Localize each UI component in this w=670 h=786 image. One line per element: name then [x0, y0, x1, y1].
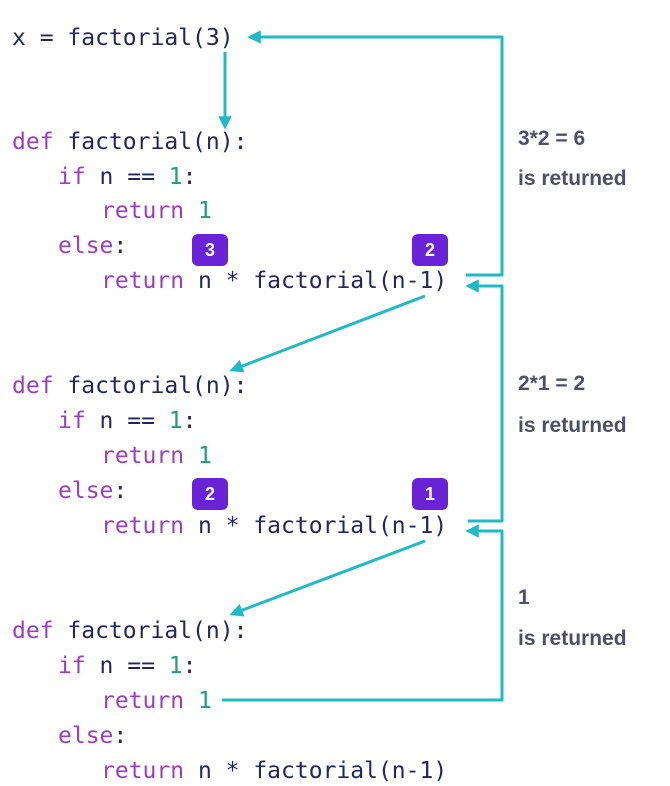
param-n: n	[205, 373, 220, 399]
return-arrow-1	[247, 30, 504, 277]
else-line-2: else:	[58, 478, 128, 504]
return-note-1-text: is returned	[518, 167, 627, 190]
else-line-1: else:	[58, 233, 128, 259]
def-keyword: def	[12, 129, 54, 155]
else-line-3: else:	[58, 723, 128, 749]
step-badge-block2-right: 1	[412, 478, 448, 510]
recursive-call-arrow-2	[229, 539, 426, 617]
step-badge-block1-right: 2	[412, 234, 448, 266]
step-badge-block1-left: 3	[192, 234, 228, 266]
param-n: n	[205, 129, 220, 155]
call-line: x = factorial(3)	[12, 25, 234, 51]
return-arrow-3	[222, 524, 504, 702]
return-note-3-value: 1	[518, 586, 530, 609]
if-line-2: if n == 1:	[58, 408, 197, 434]
return-note-3-text: is returned	[518, 627, 627, 650]
return-note-2-value: 2*1 = 2	[518, 372, 586, 395]
recursive-return-line-1: return n * factorial(n-1)	[101, 268, 448, 294]
recursive-call-arrow-1	[229, 294, 426, 373]
def-line-3: def factorial(n):	[12, 618, 248, 644]
if-line-3: if n == 1:	[58, 653, 197, 679]
def-line-2: def factorial(n):	[12, 373, 248, 399]
return-note-1-value: 3*2 = 6	[518, 127, 586, 150]
def-line-1: def factorial(n):	[12, 129, 248, 155]
return-arrow-2	[465, 279, 504, 523]
return-one-line-2: return 1	[101, 443, 212, 469]
return-one-line-3: return 1	[101, 688, 212, 714]
param-n: n	[205, 618, 220, 644]
return-note-2-text: is returned	[518, 414, 627, 437]
return-one-line-1: return 1	[101, 198, 212, 224]
recursive-return-line-2: return n * factorial(n-1)	[101, 513, 448, 539]
if-line-1: if n == 1:	[58, 164, 197, 190]
step-badge-block2-left: 2	[192, 478, 228, 510]
recursive-return-line-3: return n * factorial(n-1)	[101, 758, 448, 784]
